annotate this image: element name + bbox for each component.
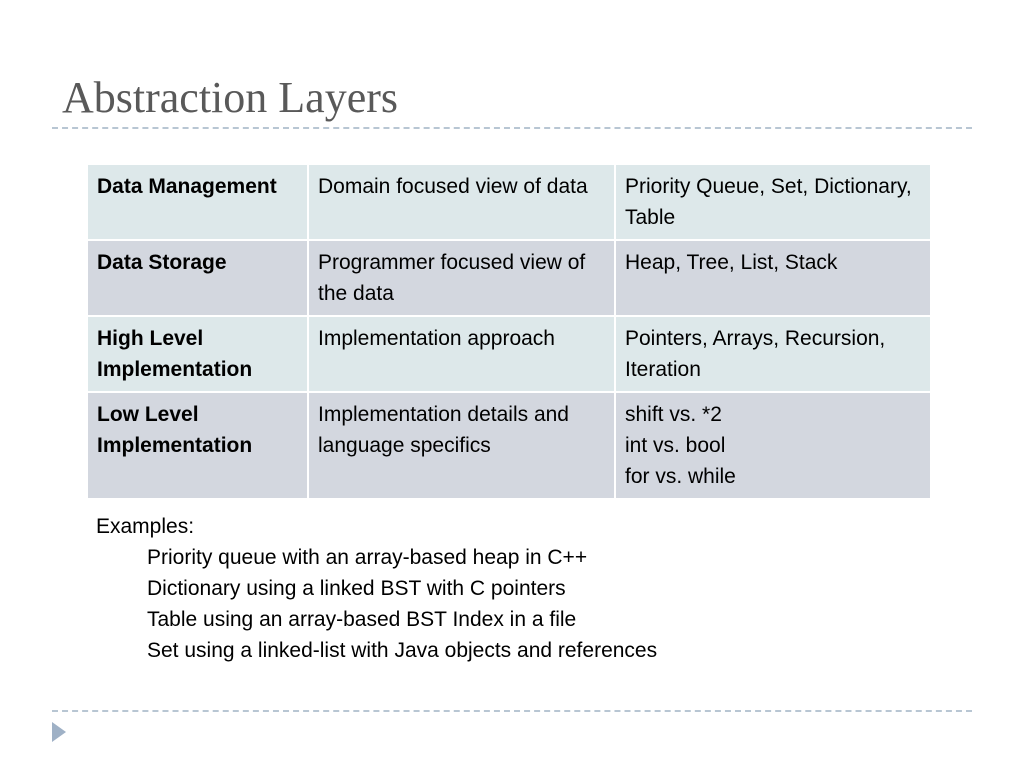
table-row: High Level Implementation Implementation… xyxy=(86,315,932,393)
layer-description-cell: Implementation approach xyxy=(307,315,616,393)
layer-examples-cell: Heap, Tree, List, Stack xyxy=(614,239,932,317)
footer-divider xyxy=(52,710,972,712)
layer-name-cell: Data Management xyxy=(86,163,309,241)
abstraction-layers-table: Data Management Domain focused view of d… xyxy=(86,163,932,500)
table-row: Low Level Implementation Implementation … xyxy=(86,391,932,500)
examples-heading: Examples: xyxy=(96,515,195,538)
layer-description-cell: Programmer focused view of the data xyxy=(307,239,616,317)
example-item: Table using an array-based BST Index in … xyxy=(147,608,577,631)
example-item: Set using a linked-list with Java object… xyxy=(147,639,658,662)
layer-examples-cell: Pointers, Arrays, Recursion, Iteration xyxy=(614,315,932,393)
layer-examples-cell: shift vs. *2 int vs. bool for vs. while xyxy=(614,391,932,500)
example-item: Priority queue with an array-based heap … xyxy=(147,546,588,569)
layer-description-cell: Implementation details and language spec… xyxy=(307,391,616,500)
table-row: Data Storage Programmer focused view of … xyxy=(86,239,932,317)
triangle-right-icon xyxy=(52,722,66,742)
layer-name-cell: Data Storage xyxy=(86,239,309,317)
title-divider xyxy=(52,127,972,129)
table-row: Data Management Domain focused view of d… xyxy=(86,163,932,241)
layer-examples-cell: Priority Queue, Set, Dictionary, Table xyxy=(614,163,932,241)
example-item: Dictionary using a linked BST with C poi… xyxy=(147,577,566,600)
layer-name-cell: Low Level Implementation xyxy=(86,391,309,500)
layer-description-cell: Domain focused view of data xyxy=(307,163,616,241)
examples-section: Examples: Priority queue with an array-b… xyxy=(96,511,657,666)
slide-title: Abstraction Layers xyxy=(62,73,398,122)
layer-name-cell: High Level Implementation xyxy=(86,315,309,393)
